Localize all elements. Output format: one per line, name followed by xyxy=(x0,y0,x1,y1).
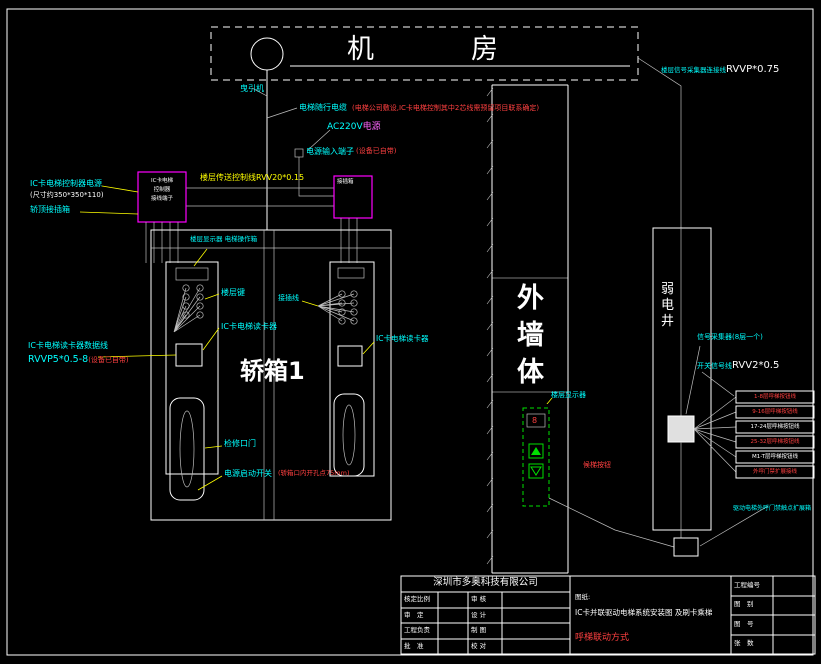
connector-label-4: M1-T层呼梯按钮线 xyxy=(751,454,799,460)
shaft-text-2: 井 xyxy=(661,314,675,329)
signal-collector-box xyxy=(667,415,695,443)
collector-cable-text: 楼层信号采集器连接线 xyxy=(661,66,726,74)
field-label-r3b: 制 图 xyxy=(471,626,487,634)
shaft-text-1: 电 xyxy=(661,298,675,313)
car-doors xyxy=(169,393,365,501)
wall-hatch xyxy=(486,87,494,565)
connector-label-5: 外呼门禁扩展接线 xyxy=(752,469,797,475)
controller-box-text-2: 接线端子 xyxy=(150,196,173,202)
traction-machine-label: 曳引机 xyxy=(240,84,264,93)
field-label-sheet-count: 张 数 xyxy=(734,639,754,647)
car-right-panel xyxy=(317,261,375,477)
hall-call-panel xyxy=(522,407,550,507)
floor-keys-label: 楼层键 xyxy=(221,288,245,297)
reader-cable-label: IC卡电梯读卡器数据线 xyxy=(28,341,108,350)
drawing-subtitle: 呼梯联动方式 xyxy=(575,633,630,643)
field-label-project-no: 工程编号 xyxy=(734,581,760,589)
field-label-r1b: 审 核 xyxy=(471,595,487,603)
wall-text-0: 外 xyxy=(517,283,544,314)
up-arrow-icon xyxy=(531,447,541,455)
drawing-border xyxy=(6,8,814,656)
car-outline xyxy=(150,229,392,521)
collector-cable-label: 楼层信号采集器连接线RVVP*0.75 xyxy=(661,64,779,76)
collector-cable-spec: RVVP*0.75 xyxy=(726,64,780,75)
power-voltage-text: AC220V xyxy=(327,122,363,132)
power-terminal-symbol xyxy=(294,148,304,158)
hall-floor-display xyxy=(526,413,546,428)
reader-cable-spec: RVVP5*0.5-8(设备已自带) xyxy=(28,354,129,366)
field-label-sheet-no: 图 号 xyxy=(734,620,754,628)
card-reader-label-left: IC卡电梯读卡器 xyxy=(221,322,277,331)
card-reader-label-right: IC卡电梯读卡器 xyxy=(376,334,429,343)
field-label-r2b: 设 计 xyxy=(471,611,487,619)
drop-cables xyxy=(145,218,358,263)
hall-up-button xyxy=(528,443,544,459)
wall-text-1: 墙 xyxy=(517,320,544,351)
field-label-r1a: 核定比例 xyxy=(404,595,430,603)
wall-text-2: 体 xyxy=(517,357,544,388)
power-terminal-note: (设备已自带) xyxy=(356,147,397,155)
controller-box-text-1: 控制器 xyxy=(153,187,171,193)
car-top-junction-box xyxy=(333,175,373,219)
drawing-sheet-label: 图纸: xyxy=(575,593,591,601)
hall-display-value: 8 xyxy=(532,416,538,425)
car-top-junction-label: 轿顶接插箱 xyxy=(30,205,70,214)
car-name: 轿箱1 xyxy=(240,357,305,385)
shaft-text-0: 弱 xyxy=(661,282,675,297)
reader-cable-note: (设备已自带) xyxy=(88,356,129,364)
power-label: AC220V电源 xyxy=(327,122,381,132)
power-word-text: 电源 xyxy=(362,122,381,132)
expansion-terminal-box xyxy=(673,537,699,557)
drawing-title: IC卡并联驱动电梯系统安装图 及刷卡乘梯 xyxy=(575,608,713,617)
panel-title-label: 楼层显示器 电梯操作箱 xyxy=(190,235,258,243)
machine-room-title: 机 房 xyxy=(347,34,502,65)
connector-label-0: 1-8层呼梯按钮线 xyxy=(754,394,796,400)
switch-cable-text: 开关信号线 xyxy=(697,362,732,370)
controller-size-label: (尺寸约350*350*110) xyxy=(30,191,104,199)
switch-cable-spec: RVV2*0.5 xyxy=(732,360,780,371)
travel-cable-note: (电梯公司敷设,IC卡电梯控制其中2芯线需预留项目联系确定) xyxy=(352,104,540,112)
reader-cable-spec-text: RVVP5*0.5-8 xyxy=(28,354,89,365)
field-label-r2a: 审 定 xyxy=(404,611,424,619)
junction-box-text: 接插箱 xyxy=(337,179,354,185)
power-switch-label: 电源启动开关 xyxy=(224,469,272,478)
outer-wall xyxy=(486,84,569,574)
card-reader-right xyxy=(337,345,363,367)
floor-connector-lines xyxy=(693,396,737,473)
floor-display-left xyxy=(175,267,209,281)
controller-box-text-0: IC卡电梯 xyxy=(151,178,173,184)
card-reader-left xyxy=(175,343,203,367)
down-arrow-icon xyxy=(530,466,542,476)
field-label-r3a: 工程负责 xyxy=(404,626,430,634)
controller-power-label: IC卡电梯控制器电源 xyxy=(30,179,102,188)
field-label-r4b: 校 对 xyxy=(471,642,487,650)
field-label-r4a: 批 准 xyxy=(404,642,424,650)
connector-label-3: 25-32层呼梯按钮线 xyxy=(750,439,800,445)
floor-line-label: 楼层传送控制线RVV20*0.15 xyxy=(200,173,305,182)
hall-down-button xyxy=(528,463,544,479)
inspection-door-label: 检修口门 xyxy=(224,439,256,448)
travel-cable-label: 电梯随行电缆 xyxy=(299,103,347,112)
hall-note: 候梯按钮 xyxy=(583,461,611,469)
weak-current-shaft xyxy=(652,227,712,557)
power-terminal-label: 电源输入端子 xyxy=(306,147,354,156)
label-leaders xyxy=(79,185,553,491)
expansion-label: 驱动电梯外呼门禁触点扩展箱 xyxy=(733,505,812,512)
floor-connector-boxes xyxy=(735,390,815,479)
junction-wire-label: 接插线 xyxy=(278,294,299,302)
connector-label-2: 17-24层呼梯按钮线 xyxy=(750,424,800,430)
hall-display-label: 楼层显示器 xyxy=(551,391,586,399)
collector-label: 信号采集器(8层一个) xyxy=(697,333,763,341)
machine-room-outline xyxy=(210,26,639,230)
company-name: 深圳市多奥科技有限公司 xyxy=(433,577,538,588)
cable-leader-lines xyxy=(251,87,334,197)
car-left-panel xyxy=(165,261,219,475)
power-switch-note: (轿箱口内开孔点75mm) xyxy=(278,469,350,477)
floor-display-right xyxy=(337,267,365,279)
title-block-grid xyxy=(400,575,816,655)
switch-cable-label: 开关信号线RVV2*0.5 xyxy=(697,360,779,372)
field-label-sheet-type: 图 别 xyxy=(734,600,754,608)
connector-label-1: 9-16层呼梯按钮线 xyxy=(752,409,798,415)
